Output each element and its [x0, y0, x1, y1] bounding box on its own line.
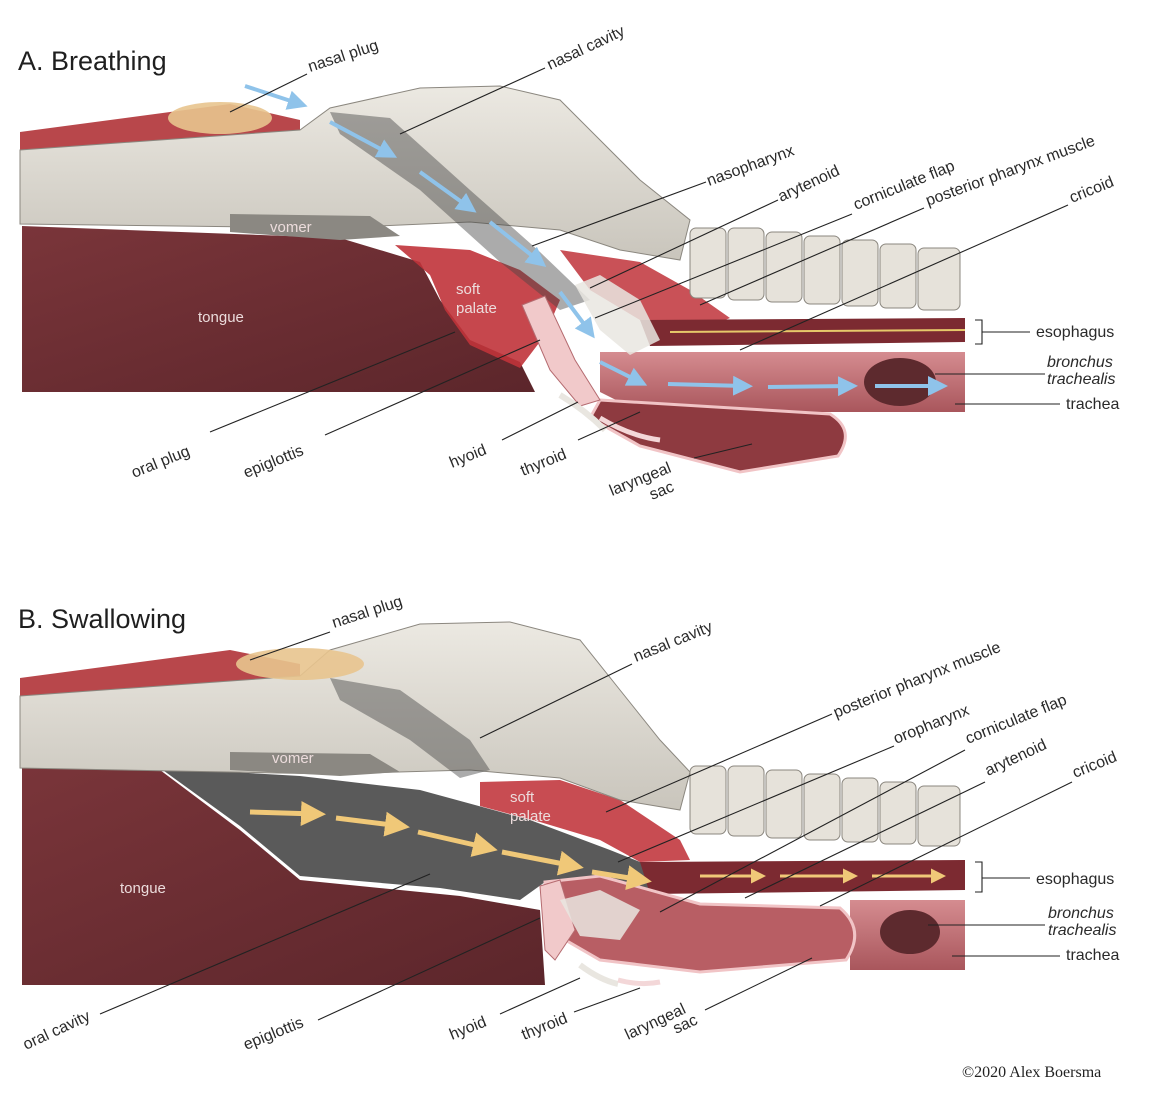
leader-b-nasal-cavity	[479, 663, 633, 739]
label-b-cricoid: cricoid	[1070, 749, 1119, 782]
leader-a-nasopharynx	[531, 181, 707, 247]
credit-text: ©2020 Alex Boersma	[962, 1064, 1101, 1081]
nasal-cavity-shape-b	[330, 678, 490, 778]
leader-b-laryngeal-sac	[704, 957, 813, 1011]
label-a-oral-plug: oral plug	[129, 443, 192, 482]
label-b-vomer: vomer	[272, 750, 314, 767]
panel-a-title: A. Breathing	[18, 46, 167, 76]
epiglottis-shape	[521, 295, 601, 407]
leader-b-epiglottis	[317, 917, 541, 1021]
leader-a-cricoid	[739, 204, 1069, 351]
label-a-nasal-plug: nasal plug	[306, 37, 381, 76]
label-a-tongue: tongue	[198, 309, 244, 326]
leader-b-pharynx	[605, 713, 833, 813]
label-b-oral-cavity: oral cavity	[21, 1008, 93, 1054]
thyroid-shape	[598, 415, 661, 443]
label-b-bronchus: bronchus	[1048, 905, 1114, 922]
leader-b-cricoid	[819, 781, 1073, 907]
bronchus-opening-b	[880, 910, 940, 954]
tongue-shape-b	[22, 760, 545, 985]
label-a-hyoid: hyoid	[447, 442, 489, 472]
label-a-arytenoid: arytenoid	[776, 162, 843, 205]
soft-palate-shape	[395, 245, 560, 368]
label-a-cricoid: cricoid	[1067, 174, 1116, 207]
hyoid-shape	[558, 392, 608, 433]
leader-b-arytenoid	[744, 781, 986, 899]
leader-b-oral-cavity	[99, 873, 431, 1015]
label-a-soft: soft	[456, 281, 481, 298]
swallowing-arrows	[249, 801, 652, 890]
label-b-thyroid: thyroid	[519, 1010, 570, 1044]
panel-a: A. Breathing	[18, 23, 1119, 504]
pharynx-muscle-shape	[560, 250, 730, 330]
epiglottis-shape-b	[539, 879, 576, 961]
label-b-soft: soft	[510, 789, 535, 806]
label-b-arytenoid: arytenoid	[983, 736, 1050, 779]
bronchus-opening	[864, 358, 936, 406]
thyroid-shape-b	[617, 977, 661, 987]
label-a-trachea: trachea	[1066, 396, 1119, 413]
label-b-palate: palate	[510, 808, 551, 825]
label-b-nasal-plug: nasal plug	[330, 593, 405, 632]
leader-a-hyoid	[501, 401, 579, 441]
hyoid-shape-b	[578, 962, 619, 987]
label-a-esophagus: esophagus	[1036, 324, 1114, 341]
label-b-epiglottis: epiglottis	[241, 1014, 306, 1053]
label-b-corniculate-flap: corniculate flap	[963, 692, 1069, 748]
panel-b: B. Swallowing	[18, 593, 1119, 1054]
label-a-nasopharynx: nasopharynx	[705, 142, 797, 189]
leader-b-nasal-plug	[249, 631, 331, 661]
soft-palate-shape-b	[480, 780, 690, 862]
label-b-posterior-pharynx-muscle: posterior pharynx muscle	[831, 639, 1003, 722]
leader-a-thyroid	[577, 411, 641, 441]
label-a-nasal-cavity: nasal cavity	[545, 23, 628, 74]
label-b-hyoid: hyoid	[447, 1014, 489, 1044]
airflow-arrows	[244, 84, 948, 397]
label-b-oropharynx: oropharynx	[891, 702, 972, 748]
label-a-palate: palate	[456, 300, 497, 317]
vertebrae	[689, 227, 961, 311]
label-a-trachealis: trachealis	[1047, 371, 1115, 388]
leader-b-hyoid	[499, 977, 581, 1015]
nasal-plug-shape-b	[236, 648, 364, 680]
tongue-shape	[22, 226, 535, 392]
leader-a-arytenoid	[589, 199, 779, 289]
esophagus-lumen	[669, 329, 966, 333]
label-b-nasal-cavity: nasal cavity	[631, 619, 715, 666]
leader-a-oral-plug	[209, 331, 456, 433]
arytenoid-shape-b	[560, 890, 640, 940]
leader-b-thyroid	[573, 987, 641, 1013]
oral-cavity-shape	[160, 768, 660, 900]
vertebrae-b	[689, 765, 961, 847]
label-b-tongue: tongue	[120, 880, 166, 897]
leader-b-corniculate	[659, 749, 966, 913]
label-b-trachealis: trachealis	[1048, 922, 1116, 939]
leader-a-corniculate	[594, 213, 853, 319]
vomer-shape-b	[230, 752, 400, 776]
leader-a-laryngeal-sac	[693, 443, 753, 459]
leader-a-pharynx	[699, 207, 925, 306]
label-a-thyroid: thyroid	[518, 446, 569, 480]
leader-a-epiglottis	[324, 339, 541, 436]
label-b-trachea: trachea	[1066, 947, 1119, 964]
label-a-vomer: vomer	[270, 219, 312, 236]
panel-b-title: B. Swallowing	[18, 604, 186, 634]
label-a-epiglottis: epiglottis	[241, 442, 306, 481]
leader-a-nasal-cavity	[399, 67, 546, 135]
label-b-esophagus: esophagus	[1036, 871, 1114, 888]
vomer-shape	[230, 214, 400, 240]
leader-b-esophagus	[975, 861, 1030, 893]
leader-a-esophagus	[975, 319, 1030, 345]
laryngeal-sac-shape	[587, 398, 847, 474]
laryngeal-sac-shape-b	[543, 874, 857, 974]
nasal-plug-shape	[168, 102, 272, 134]
skull-shape	[19, 85, 691, 261]
label-a-bronchus: bronchus	[1047, 354, 1113, 371]
leader-a-nasal-plug	[229, 73, 308, 113]
arytenoid-shape	[575, 275, 660, 355]
leader-b-oropharynx	[617, 745, 895, 863]
